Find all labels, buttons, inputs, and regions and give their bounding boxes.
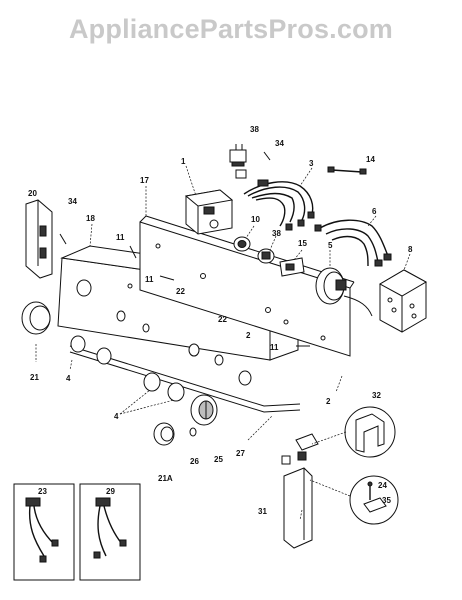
knob-large-left xyxy=(21,301,51,335)
callout-17: 17 xyxy=(140,176,149,185)
callout-3: 3 xyxy=(309,159,314,168)
callout-22: 22 xyxy=(218,315,227,324)
callout-10: 10 xyxy=(251,215,260,224)
callout-11: 11 xyxy=(116,233,125,242)
callout-35: 35 xyxy=(382,496,391,505)
control-module xyxy=(378,269,428,333)
callout-18: 18 xyxy=(86,214,95,223)
inset-harness-23 xyxy=(13,483,75,581)
callout-5: 5 xyxy=(328,241,333,250)
callout-22: 22 xyxy=(176,287,185,296)
timer xyxy=(184,189,234,235)
wire-jumper xyxy=(327,166,367,175)
callout-32: 32 xyxy=(372,391,381,400)
push-buttons-upper xyxy=(70,335,112,365)
callout-11: 11 xyxy=(145,275,154,284)
callout-38: 38 xyxy=(250,125,259,134)
pressure-switch xyxy=(315,267,373,317)
rotary-switch xyxy=(233,236,251,252)
callout-15: 15 xyxy=(298,239,307,248)
push-buttons-lower xyxy=(143,372,185,402)
callout-14: 14 xyxy=(366,155,375,164)
lower-trim xyxy=(69,345,301,413)
wire-harness-lower xyxy=(314,219,392,267)
watermark: AppliancePartsPros.com xyxy=(68,14,393,44)
screws xyxy=(59,151,310,347)
washer-26 xyxy=(189,427,197,437)
callout-29: 29 xyxy=(106,487,115,496)
callout-23: 23 xyxy=(38,487,47,496)
callout-2: 2 xyxy=(326,397,331,406)
callout-1: 1 xyxy=(181,157,186,166)
bottom-bracket xyxy=(281,433,319,549)
leader-lines xyxy=(35,165,411,521)
rear-bracket xyxy=(139,215,355,357)
selector-switch xyxy=(257,248,275,264)
callout-31: 31 xyxy=(258,507,267,516)
callout-26: 26 xyxy=(190,457,199,466)
callout-11: 11 xyxy=(270,343,279,352)
callout-21a: 21A xyxy=(158,474,173,483)
knob-dial xyxy=(190,394,218,426)
callout-24: 24 xyxy=(378,481,387,490)
callout-labels: 38 34 1 3 14 17 20 34 6 18 10 11 38 15 5… xyxy=(28,125,413,516)
inset-harness-29 xyxy=(79,483,141,581)
connector-top xyxy=(229,144,247,179)
callout-20: 20 xyxy=(28,189,37,198)
callout-25: 25 xyxy=(214,455,223,464)
callout-27: 27 xyxy=(236,449,245,458)
callout-4: 4 xyxy=(114,412,119,421)
callout-8: 8 xyxy=(408,245,413,254)
callout-38: 38 xyxy=(272,229,281,238)
callout-4: 4 xyxy=(66,374,71,383)
clip-detail xyxy=(311,406,396,458)
callout-34: 34 xyxy=(68,197,77,206)
callout-21: 21 xyxy=(30,373,39,382)
callout-34: 34 xyxy=(275,139,284,148)
screw-detail xyxy=(309,475,399,525)
knob-21a xyxy=(153,422,175,446)
side-bracket xyxy=(25,199,53,279)
push-switch xyxy=(279,257,305,277)
callout-6: 6 xyxy=(372,207,377,216)
callout-2: 2 xyxy=(246,331,251,340)
